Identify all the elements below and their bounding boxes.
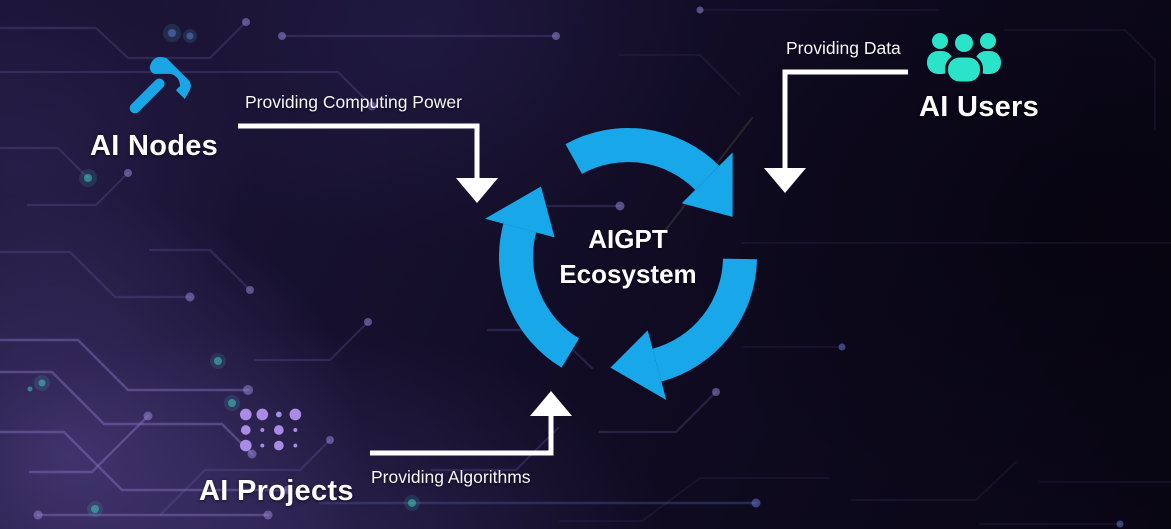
arrow-users-to-ecosystem (764, 69, 908, 193)
entity-label-ai-projects: AI Projects (199, 475, 354, 507)
arrow-nodes-to-ecosystem (238, 123, 498, 203)
flow-label-algorithms: Providing Algorithms (371, 467, 531, 487)
ecosystem-title-line1: AIGPT (588, 224, 668, 254)
hammer-icon (129, 56, 191, 114)
entity-label-ai-nodes: AI Nodes (90, 130, 219, 162)
arrow-projects-to-ecosystem (370, 391, 572, 456)
entity-label-ai-users: AI Users (919, 91, 1040, 123)
flow-label-data: Providing Data (786, 38, 901, 58)
cycle-arrow-segment (565, 128, 733, 217)
ecosystem-cycle-icon (478, 128, 778, 407)
flow-label-computing-power: Providing Computing Power (245, 92, 462, 112)
dot-matrix-icon (239, 408, 302, 452)
ecosystem-title: AIGPT Ecosystem (528, 222, 728, 292)
users-icon (927, 31, 1001, 85)
ecosystem-title-line2: Ecosystem (559, 259, 697, 289)
